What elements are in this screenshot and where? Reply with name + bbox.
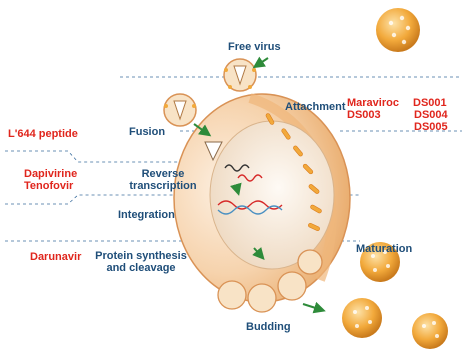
label-budding: Budding [246,321,291,333]
drug-l644-peptide: L'644 peptide [8,128,78,140]
free-virus-large [376,8,420,52]
drug-dapivirine: Dapivirine [24,168,77,180]
label-reverse-transcription-2: transcription [128,180,198,192]
label-protein-synthesis-1: Protein synthesis [86,250,196,262]
mature-virus-2 [342,298,382,338]
drug-tenofovir: Tenofovir [24,180,73,192]
drug-maraviroc: Maraviroc [347,97,399,109]
label-free-virus: Free virus [228,41,281,53]
drug-ds001: DS001 [413,97,447,109]
label-integration: Integration [118,209,175,221]
arrow-free-virus [256,58,268,66]
drug-ds004: DS004 [414,109,448,121]
attaching-virus [224,59,256,91]
nucleus [210,121,334,269]
host-cell [174,94,350,302]
label-fusion: Fusion [129,126,165,138]
label-maturation: Maturation [356,243,412,255]
label-reverse-transcription-1: Reverse [128,168,198,180]
label-attachment: Attachment [285,101,346,113]
label-protein-synthesis-2: and cleavage [86,262,196,274]
drug-ds005: DS005 [414,121,448,133]
arrow-budding [303,304,322,310]
drug-darunavir: Darunavir [30,251,81,263]
fusing-virus [164,94,196,126]
mature-virus-3 [412,313,448,349]
drug-ds003: DS003 [347,109,381,121]
